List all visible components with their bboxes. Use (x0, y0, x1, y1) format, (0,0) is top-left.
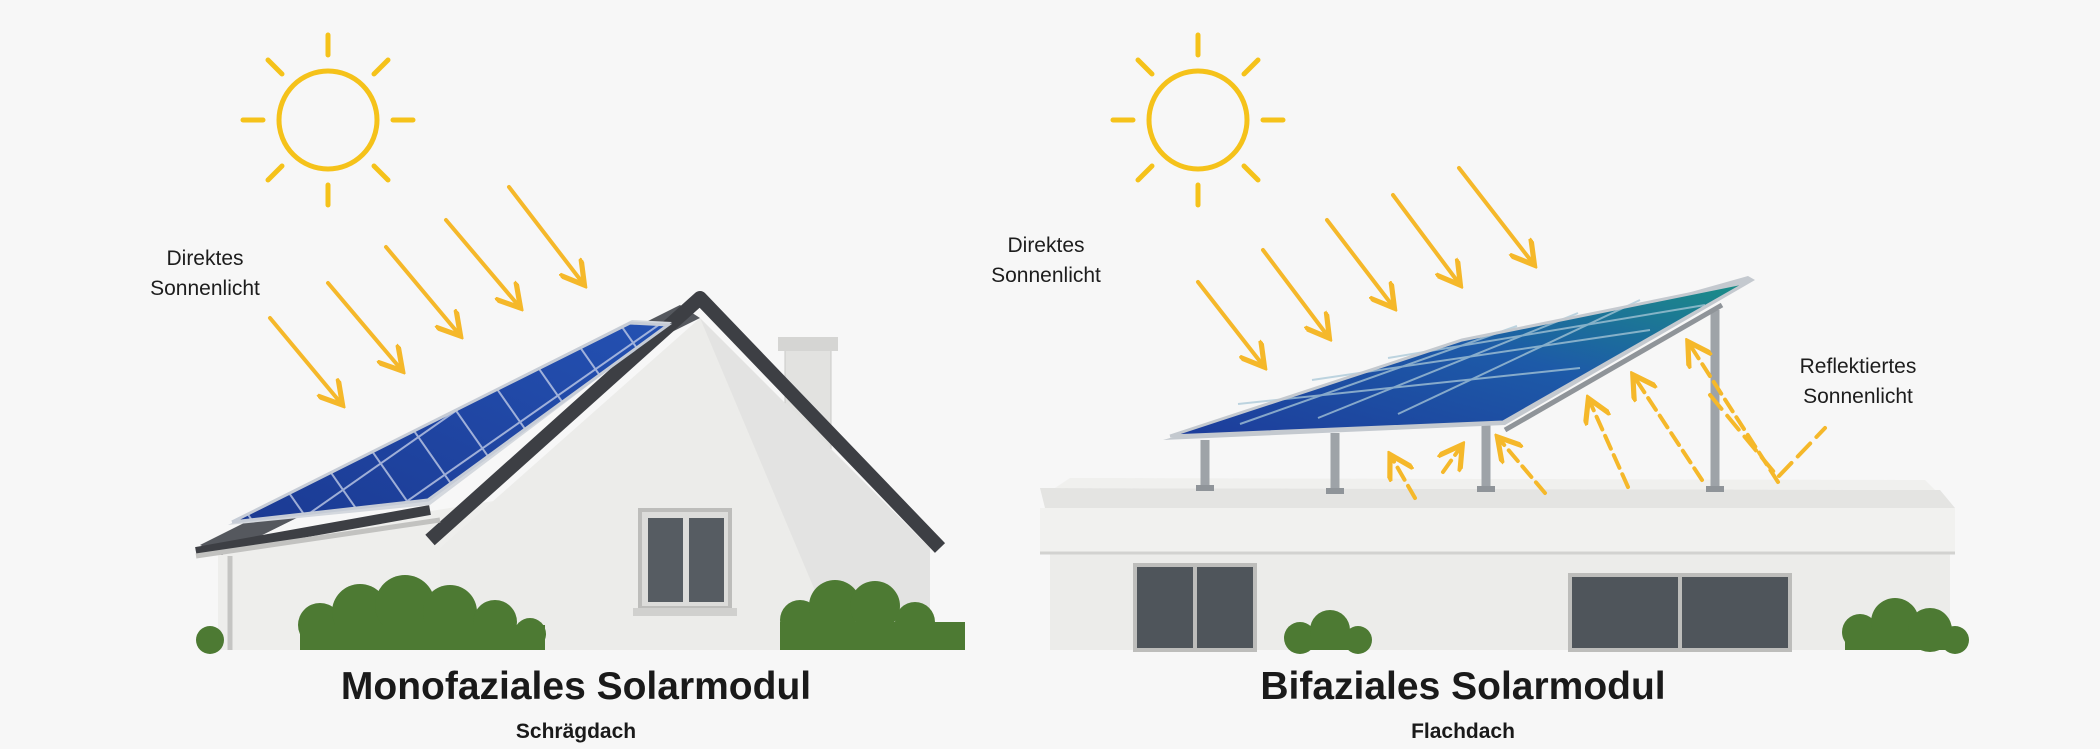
label-line: Sonnenlicht (1800, 382, 1917, 412)
label-line: Reflektiertes (1800, 352, 1917, 382)
label-direct-light-left: Direktes Sonnenlicht (150, 244, 260, 304)
sun-icon-right (1113, 35, 1283, 205)
label-direct-light-right: Direktes Sonnenlicht (991, 231, 1101, 291)
label-line: Direktes (150, 244, 260, 274)
label-line: Sonnenlicht (991, 261, 1101, 291)
title-monofacial: Monofaziales Solarmodul (341, 665, 811, 709)
sun-icon-left (243, 35, 413, 205)
label-line: Direktes (991, 231, 1101, 261)
title-bifacial: Bifaziales Solarmodul (1260, 665, 1665, 709)
label-reflected-light: Reflektiertes Sonnenlicht (1800, 352, 1917, 412)
subtitle-pitched-roof: Schrägdach (516, 720, 636, 744)
flat-roof-building-illustration (1040, 478, 1955, 650)
subtitle-flat-roof: Flachdach (1411, 720, 1515, 744)
bifacial-panel-illustration (1163, 276, 1755, 494)
label-line: Sonnenlicht (150, 274, 260, 304)
